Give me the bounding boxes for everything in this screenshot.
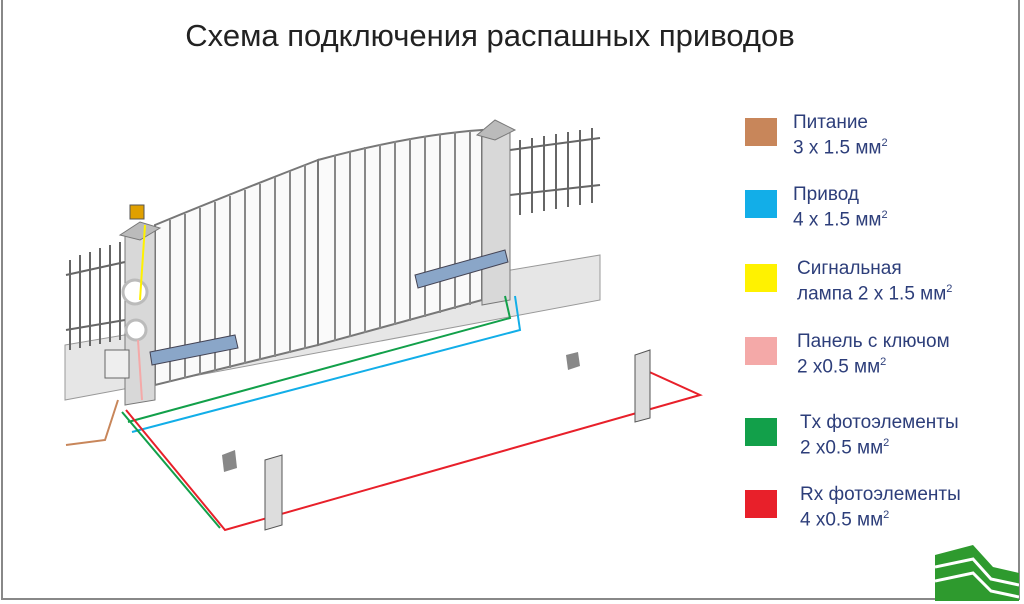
legend-spec: лампа 2 x 1.5 мм — [797, 283, 947, 305]
signal-lamp — [129, 204, 145, 220]
company-logo — [935, 545, 1019, 601]
gate-illustration — [64, 119, 703, 532]
legend-label: Tx фотоэлементы — [800, 412, 959, 433]
right-fence — [509, 128, 601, 215]
legend-sup: 2 — [883, 509, 890, 521]
legend-spec: 2 x0.5 мм — [797, 356, 881, 378]
legend-sup: 2 — [883, 437, 890, 449]
diagram-title: Схема подключения распашных приводов — [185, 18, 795, 53]
legend-label: Rx фотоэлементы — [800, 484, 961, 505]
legend-sup: 2 — [881, 209, 888, 221]
actuator-right — [414, 249, 509, 289]
legend-spec: 4 x 1.5 мм — [793, 209, 882, 231]
legend-swatch — [745, 190, 777, 218]
left-fence — [65, 242, 126, 350]
legend-label: Привод — [793, 184, 859, 205]
actuator-left — [149, 334, 239, 366]
legend-label: Сигнальная — [797, 258, 902, 279]
legend-spec: 3 x 1.5 мм — [793, 137, 882, 159]
legend-sup: 2 — [881, 137, 888, 149]
right-pillar — [475, 119, 517, 306]
legend-item-signal-lamp: Сигнальная лампа 2 x 1.5 мм2 — [745, 258, 1005, 308]
legend-swatch — [745, 337, 777, 365]
wires — [65, 224, 703, 532]
legend-sup: 2 — [946, 283, 953, 295]
legend-item-power: Питание 3 x 1.5 мм2 — [745, 112, 1005, 162]
control-unit — [104, 349, 130, 379]
legend-label: Панель с ключом — [797, 331, 950, 352]
legend-sup: 2 — [880, 356, 887, 368]
legend-spec: 4 x0.5 мм — [800, 509, 884, 531]
key-panel — [121, 278, 149, 306]
legend-swatch — [745, 264, 777, 292]
photocell-post-front — [264, 454, 283, 531]
gate-leaves — [154, 128, 483, 387]
legend-swatch — [745, 118, 777, 146]
photocell-post-back — [634, 349, 651, 423]
legend-swatch — [745, 490, 777, 518]
legend-swatch — [745, 418, 777, 446]
legend-item-tx-photocells: Tx фотоэлементы 2 x0.5 мм2 — [745, 412, 1005, 462]
legend-item-key-panel: Панель с ключом 2 x0.5 мм2 — [745, 331, 1005, 381]
legend-item-drive: Привод 4 x 1.5 мм2 — [745, 184, 1005, 234]
legend-label: Питание — [793, 112, 868, 133]
gate-stop — [222, 450, 237, 472]
legend-item-rx-photocells: Rx фотоэлементы 4 x0.5 мм2 — [745, 484, 1005, 534]
legend-spec: 2 x0.5 мм — [800, 437, 884, 459]
